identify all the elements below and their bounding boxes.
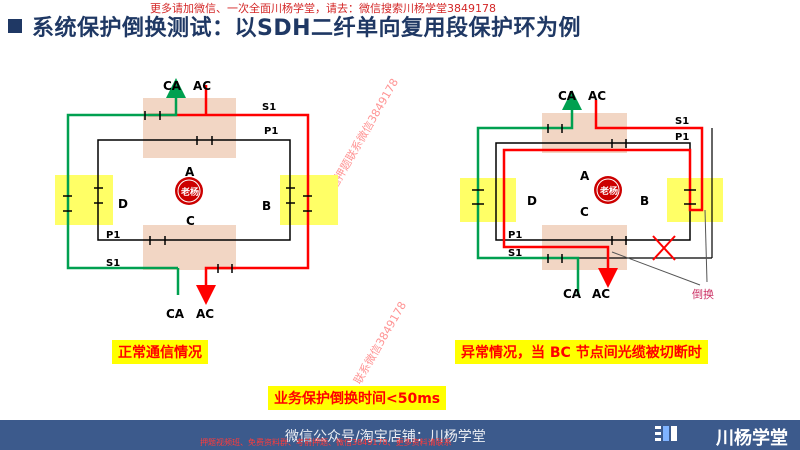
s1-top-label: S1 (262, 102, 276, 113)
node-a-box (542, 113, 627, 153)
footer-bar: 微信公众号/淘宝店铺：川杨学堂 押题视频班、免费资料群、考前押题、微信38491… (0, 420, 800, 450)
p1-top-label: P1 (264, 126, 278, 137)
p1-bottom-label: P1 (508, 230, 522, 241)
caption-normal: 正常通信情况 (112, 340, 208, 364)
title-text: 系统保护倒换测试：以SDH二纤单向复用段保护环为例 (32, 16, 582, 41)
right-ring: A C D B CA AC CA AC S1 P1 P1 S1 倒换 老杨 (460, 89, 723, 301)
node-d-label: D (527, 194, 537, 208)
seal-text: 老杨 (599, 185, 618, 197)
working-ring-s1 (148, 113, 310, 305)
left-ring: A C D B CA AC CA AC S1 P1 P1 S1 老杨 (55, 78, 338, 321)
node-b-label: B (262, 199, 271, 213)
top-ca-label: CA (558, 89, 577, 103)
caption-switch-time: 业务保护倒换时间<50ms (268, 386, 447, 410)
footer-small-text: 押题视频班、免费资料群、考前押题、微信3849178、更多资料请联系 (200, 438, 452, 447)
s1-bottom-label: S1 (508, 248, 522, 259)
top-ac-label: AC (193, 79, 211, 93)
switch-pointer (611, 209, 708, 286)
s1-bottom-label: S1 (106, 258, 120, 269)
slide-title: 系统保护倒换测试：以SDH二纤单向复用段保护环为例 (8, 10, 581, 42)
title-bullet (8, 19, 22, 33)
top-ca-label: CA (163, 79, 182, 93)
switch-label: 倒换 (692, 287, 714, 301)
node-d-box (55, 175, 113, 225)
node-d-box (460, 178, 516, 222)
ring-diagram: 精通押题联系微信3849178 联系微信3849178 A C D B C (55, 76, 723, 387)
node-b-box (667, 178, 723, 222)
node-d-label: D (118, 197, 128, 211)
service-path-green (66, 78, 186, 270)
diagonal-watermark: 联系微信3849178 (350, 299, 409, 387)
node-c-label: C (186, 214, 195, 228)
footer-center-text: 微信公众号/淘宝店铺：川杨学堂 (285, 429, 486, 445)
working-path-looped (502, 100, 704, 288)
seal-text: 老杨 (180, 186, 199, 198)
node-c-box (143, 225, 236, 270)
fiber-cut-icon (652, 235, 676, 261)
protection-ring-p1 (97, 139, 291, 241)
node-a-label: A (580, 169, 590, 183)
node-a-box (143, 98, 236, 158)
caption-abnormal: 异常情况，当 BC 节点间光缆被切断时 (455, 340, 708, 364)
node-c-label: C (580, 205, 589, 219)
top-ac-label: AC (588, 89, 606, 103)
seal-icon: 老杨 (175, 177, 203, 205)
bottom-ca-label: CA (563, 287, 582, 301)
top-watermark: 更多请加微信、一次全面川杨学堂，请去：微信搜索川杨学堂3849178 (150, 2, 496, 15)
footer-brand: 川杨学堂 (716, 428, 788, 449)
node-a-label: A (185, 165, 195, 179)
bottom-ac-label: AC (196, 307, 214, 321)
node-b-label: B (640, 194, 649, 208)
service-path-green (476, 90, 582, 295)
bottom-ca-label: CA (166, 307, 185, 321)
bottom-ac-label: AC (592, 287, 610, 301)
seal-icon: 老杨 (594, 176, 622, 204)
brand-logo-icon (655, 426, 677, 441)
s1-top-label: S1 (675, 116, 689, 127)
p1-top-label: P1 (675, 132, 689, 143)
p1-bottom-label: P1 (106, 230, 120, 241)
